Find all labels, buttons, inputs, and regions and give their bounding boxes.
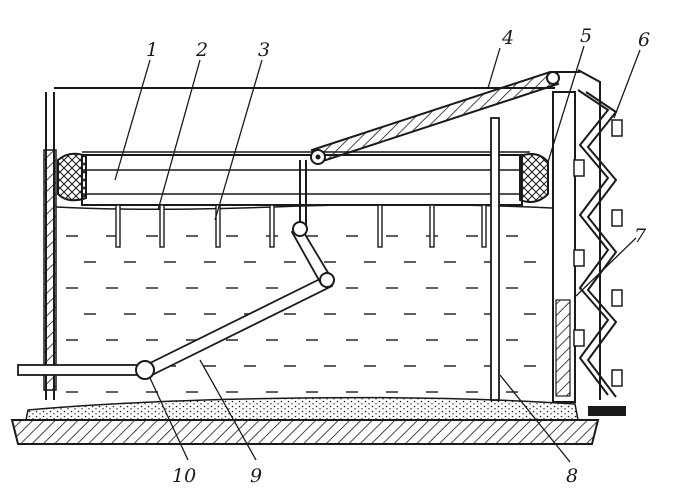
suspended-rods — [115, 204, 487, 248]
liquid-dashes — [66, 235, 536, 393]
callout-8: 8 — [566, 465, 578, 487]
callout-10: 10 — [172, 465, 196, 487]
callout-labels: 1 2 3 4 5 6 7 8 9 10 — [146, 25, 650, 487]
suspended-rod — [377, 204, 383, 248]
callout-4: 4 — [501, 27, 514, 49]
seal-right — [519, 153, 549, 203]
leader-lines — [114, 45, 641, 463]
callout-9: 9 — [250, 465, 262, 487]
callout-3: 3 — [258, 39, 270, 61]
tank-right-wall — [552, 91, 576, 403]
suspended-rod — [269, 204, 275, 248]
floating-cover — [81, 151, 530, 206]
external-frame — [573, 69, 626, 416]
callout-1: 1 — [146, 39, 158, 61]
rolling-ladder — [310, 70, 580, 165]
callout-6: 6 — [638, 29, 650, 51]
callout-2: 2 — [195, 39, 208, 61]
suspended-rod — [115, 204, 121, 248]
seal-left — [57, 152, 87, 202]
suspended-rod — [215, 204, 221, 248]
callout-5: 5 — [580, 25, 592, 47]
hinged-drain-pipe — [17, 160, 335, 380]
sand-bed — [25, 396, 579, 421]
guide-pipe — [490, 117, 500, 401]
foundation-slab — [10, 419, 600, 445]
callout-7: 7 — [634, 225, 647, 247]
suspended-rod — [429, 204, 435, 248]
suspended-rod — [159, 204, 165, 248]
suspended-rod — [481, 204, 487, 248]
tank-left-wall — [43, 87, 555, 400]
